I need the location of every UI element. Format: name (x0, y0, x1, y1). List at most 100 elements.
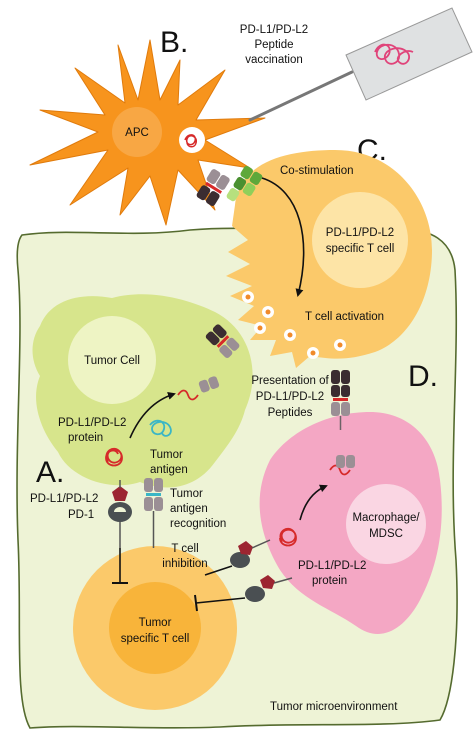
pdl-pd1-label-line1: PD-L1/PD-L2 (30, 493, 98, 505)
macrophage-nucleus (346, 484, 426, 564)
mhc-grey (341, 402, 350, 416)
apc-cell: APC (29, 39, 266, 226)
processing-arrow (129, 391, 176, 439)
antigen-recognition-label-line1: Tumor (170, 488, 203, 500)
inhibition-bar (194, 594, 198, 612)
macro-inhibition-upper (204, 539, 271, 576)
vaccination-label-line2: Peptide (254, 39, 293, 51)
activation-granule (337, 342, 343, 348)
pd-ligand-stalk (251, 539, 271, 549)
antigen-recognition-label-line2: antigen (170, 503, 208, 515)
tumor-specific-t-cell: Tumor specific T cell (73, 546, 237, 710)
costimulation-label: Co-stimulation (280, 165, 354, 177)
tcr-grey (154, 497, 163, 511)
antigen-recognition-complex (144, 478, 163, 548)
mhc-grey (208, 376, 220, 390)
tumor-antigen-label-line1: Tumor (150, 449, 183, 461)
syringe-icon (248, 7, 473, 122)
macrophage-label-line2: MDSC (369, 528, 403, 540)
tumor-tcell-synapse (205, 324, 240, 358)
costim-green (233, 176, 247, 191)
macro-processing-arrow (299, 484, 328, 521)
costim-green (249, 171, 263, 185)
costim-green (242, 182, 256, 197)
tcr-dark (205, 191, 220, 206)
mhc-grey (144, 478, 153, 492)
pd-protein-tumor-label-line2: protein (68, 432, 103, 444)
mhc-grey (226, 337, 240, 351)
tumor-antigen-label-line2: antigen (150, 464, 188, 476)
apc-endosome (179, 127, 205, 153)
mhc-grey (346, 455, 355, 468)
mhc-grey (336, 455, 345, 468)
activation-granule (245, 294, 251, 300)
mhc-peptide-link (146, 493, 161, 496)
tumor-specific-t-cell-label-line1: Tumor (139, 617, 172, 629)
inhibition-line (195, 597, 246, 604)
t-cell-inhibition-label-line1: T cell (171, 543, 198, 555)
tumor-cell: Tumor Cell (32, 294, 253, 488)
tumor-specific-t-cell-label-line2: specific T cell (121, 633, 190, 645)
tumor-cell-label: Tumor Cell (84, 355, 140, 367)
pd1-receptor-icon (245, 586, 265, 602)
microenvironment-label: Tumor microenvironment (270, 701, 398, 713)
pd1-receptor-icon (108, 502, 132, 522)
macro-inhibition-lower (194, 575, 293, 612)
pd-protein-tumor-label-line1: PD-L1/PD-L2 (58, 417, 126, 429)
t-cell-inhibition-label-line2: inhibition (162, 558, 207, 570)
tumor-cell-nucleus (68, 316, 156, 404)
macrophage-cell: Macrophage/ MDSC (259, 412, 442, 634)
tumor-antigen-icon (149, 419, 172, 437)
mhc-grey (198, 379, 210, 393)
mhc-grey (331, 402, 340, 416)
pd-protein-tumor-icon (105, 447, 123, 467)
pd-specific-t-cell-label-line2: specific T cell (326, 243, 395, 255)
tcr-dark (196, 185, 211, 201)
costim-green (240, 165, 253, 180)
activation-granule (257, 325, 263, 331)
pd-specific-t-cell: PD-L1/PD-L2 specific T cell (226, 150, 432, 368)
pd-ligand-icon (238, 541, 253, 555)
pd-protein-macro-label-line1: PD-L1/PD-L2 (298, 560, 366, 572)
pdl-pd1-label-line2: PD-1 (68, 509, 94, 521)
vaccine-peptide-icon (374, 43, 414, 65)
activation-granule (265, 309, 271, 315)
mhc-grey (219, 344, 233, 358)
pd-ligand-stalk (273, 577, 293, 584)
activation-arrow (261, 177, 305, 297)
pd-ligand-icon (112, 486, 128, 501)
macro-tcell-synapse (331, 370, 350, 430)
mhc-grey (206, 169, 221, 185)
presentation-label-line2: PD-L1/PD-L2 (256, 391, 324, 403)
mhc-peptide-link (216, 335, 230, 348)
mhc-grey (216, 174, 230, 190)
pd-protein-macro-label-line2: protein (312, 575, 347, 587)
pd-peptide-fragment-icon (177, 389, 199, 401)
macrophage-label-line1: Macrophage/ (352, 512, 420, 524)
mhc-peptide-link (205, 181, 223, 194)
panel-letter-b: B. (160, 26, 188, 59)
presentation-label-line1: Presentation of (251, 375, 329, 387)
tumor-specific-t-cell-nucleus (109, 582, 201, 674)
vaccination-label-line1: PD-L1/PD-L2 (240, 24, 308, 36)
apc-label: APC (125, 127, 149, 139)
mhc-grey (154, 478, 163, 492)
pdl-pd1-interaction (108, 480, 132, 584)
pd-protein-macro-icon (279, 527, 297, 547)
apc-nucleus (112, 107, 162, 157)
tcr-dark (205, 331, 220, 346)
apc-internalized-peptide-icon (184, 134, 198, 148)
activation-granule (310, 350, 316, 356)
pd-ligand-icon (260, 575, 275, 589)
costim-green (226, 188, 240, 202)
activation-granule (287, 332, 293, 338)
tcr-dark (341, 370, 350, 384)
pd-specific-t-cell-label-line1: PD-L1/PD-L2 (326, 227, 394, 239)
tcr-dark (331, 385, 340, 397)
tcr-dark (212, 324, 227, 339)
macro-peptide-fragment-icon (329, 464, 351, 476)
pd1-receptor-icon (230, 552, 250, 568)
vaccination-label-line3: vaccination (245, 54, 303, 66)
syringe-needle (248, 70, 354, 122)
